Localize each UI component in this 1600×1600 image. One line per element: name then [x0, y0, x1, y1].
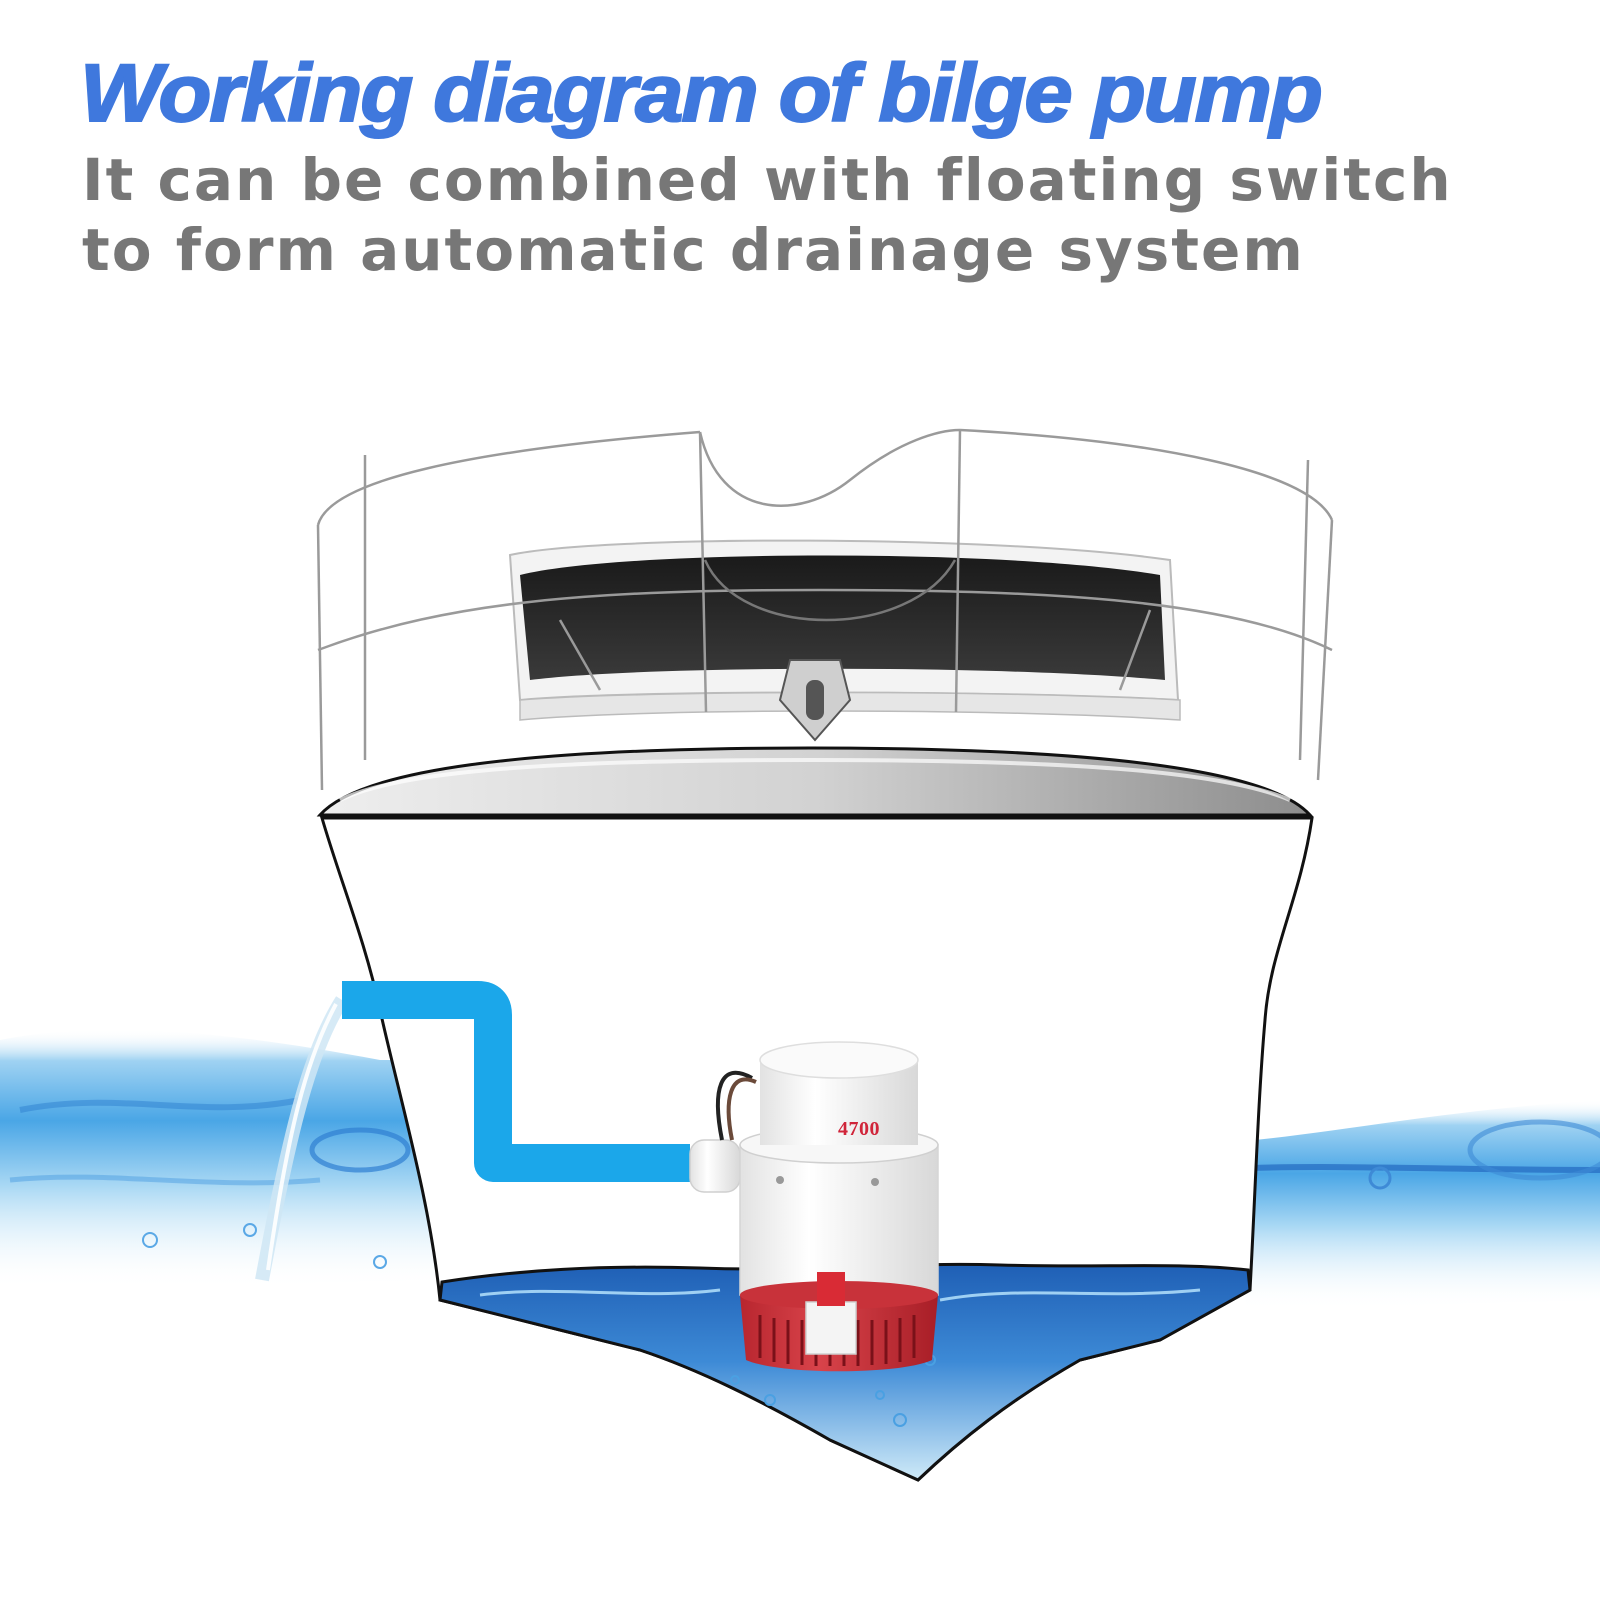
sea-water-right — [1245, 1100, 1600, 1310]
subtitle-line-2: to form automatic drainage system — [82, 216, 1305, 284]
sea-water-left — [0, 1029, 440, 1290]
page-title: Working diagram of bilge pump — [79, 48, 1324, 139]
bilge-water — [438, 1262, 1252, 1482]
subtitle-line-1: It can be combined with floating switch — [82, 146, 1453, 214]
subtitle: It can be combined with floating switch … — [82, 145, 1453, 285]
discharge-stream — [255, 996, 348, 1282]
pump-model-label: 4700 — [838, 1118, 880, 1140]
boat-bow — [316, 428, 1334, 817]
discharge-hose — [342, 981, 690, 1182]
bilge-pump — [689, 1041, 939, 1372]
